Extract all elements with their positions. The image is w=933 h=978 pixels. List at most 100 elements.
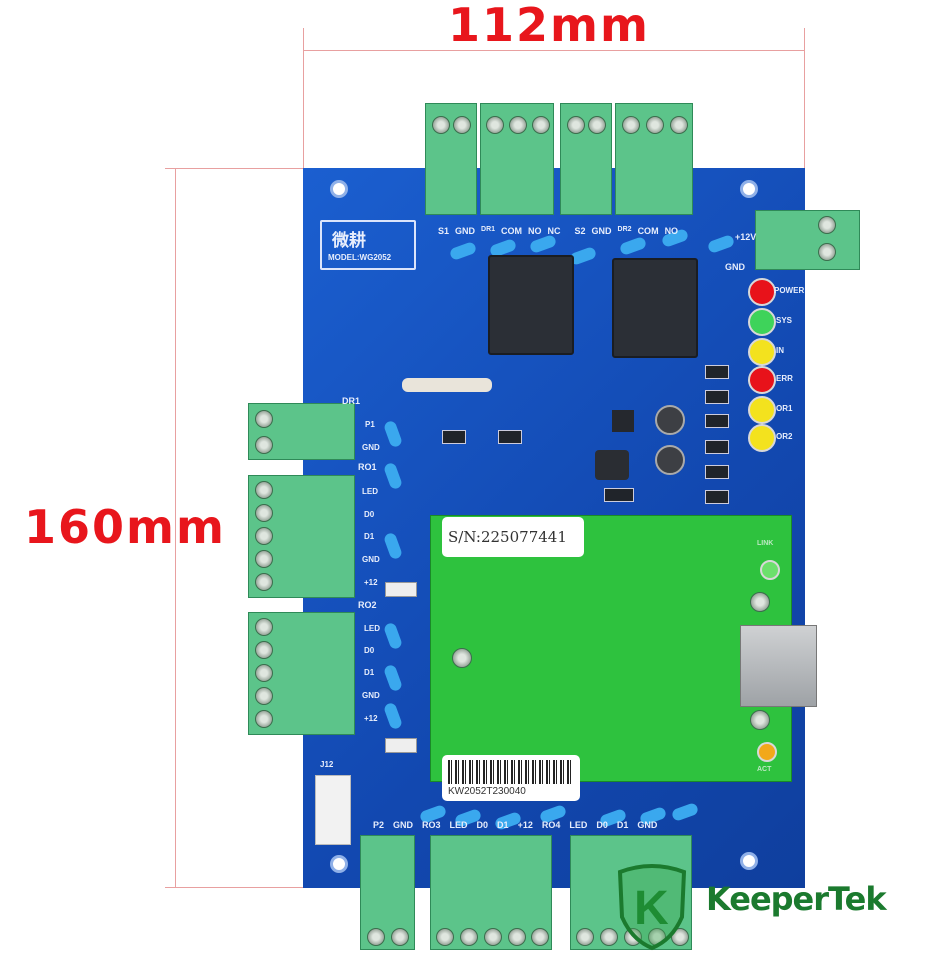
led-label: POWER	[774, 286, 805, 295]
smd-component	[442, 430, 466, 444]
pin-label: GND	[455, 226, 476, 236]
width-dimension-line	[303, 50, 805, 51]
pin-label: +12	[364, 714, 378, 723]
pin-label: GND	[591, 226, 612, 236]
fuse	[385, 582, 417, 597]
module-led-label: ACT	[757, 766, 772, 773]
top-pin-labels: S1 GND DR1 COM NO NC S2 GND DR2 COM NO	[438, 226, 678, 236]
mount-hole	[740, 852, 758, 870]
pin-label: GND	[362, 555, 380, 564]
pin-label: LED	[569, 820, 588, 830]
width-tick-left	[303, 28, 304, 168]
power-label-12v: +12V	[735, 232, 757, 242]
mount-hole	[740, 180, 758, 198]
serial-number: S/N:225077441	[448, 528, 567, 546]
ic-chip	[612, 410, 634, 432]
pin-label: GND	[362, 443, 380, 452]
height-tick-bottom	[165, 887, 305, 888]
barcode-text: KW2052T230040	[448, 786, 526, 797]
module-led-act	[757, 742, 777, 762]
serial-number-sticker: S/N:225077441	[442, 517, 584, 557]
terminal-block-top	[480, 103, 554, 215]
pin-label: LED	[364, 624, 380, 633]
width-dimension-label: 112mm	[448, 0, 650, 52]
mount-hole	[330, 855, 348, 873]
model-label: MODEL:WG2052	[328, 253, 392, 262]
electrolytic-capacitor	[655, 405, 685, 435]
screw	[750, 710, 770, 730]
height-dimension-label: 160mm	[24, 500, 226, 554]
smd-component	[705, 465, 729, 479]
keepertek-brand: KeeperTek	[706, 880, 887, 918]
pin-label: GND	[362, 691, 380, 700]
brand-chinese: 微耕	[332, 231, 366, 250]
svg-text:K: K	[634, 882, 669, 935]
terminal-block-top	[615, 103, 693, 215]
brand-box: 微耕 MODEL:WG2052	[320, 220, 416, 270]
dr1-label: DR1	[342, 396, 361, 406]
pin-label: D1	[364, 532, 375, 541]
terminal-block-dr1	[248, 403, 355, 460]
pin-label: GND	[393, 820, 414, 830]
width-tick-right	[804, 28, 805, 168]
pin-label: P1	[365, 420, 375, 429]
pin-label: DR2	[617, 226, 632, 233]
pin-label: S1	[438, 226, 450, 236]
pin-label: COM	[501, 226, 523, 236]
pin-label: NC	[547, 226, 561, 236]
bottom-pin-labels: P2 GND RO3 LED D0 D1 +12 RO4 LED D0 D1 G…	[373, 820, 657, 830]
led-sys	[748, 308, 776, 336]
smd-component	[705, 414, 729, 428]
ro1-label: RO1	[358, 462, 377, 472]
pin-label: P2	[373, 820, 385, 830]
pin-label: LED	[362, 487, 378, 496]
terminal-block-bottom	[430, 835, 552, 950]
led-label: IN	[776, 346, 784, 355]
pin-label: LED	[449, 820, 468, 830]
pin-label: RO4	[541, 820, 561, 830]
pin-label: RO3	[422, 820, 441, 830]
terminal-block-ro1	[248, 475, 355, 598]
smd-component	[705, 490, 729, 504]
height-dimension-line	[175, 168, 176, 888]
ethernet-jack	[740, 625, 817, 707]
terminal-block-ro2	[248, 612, 355, 735]
height-tick-top	[165, 168, 305, 169]
terminal-block-top	[560, 103, 612, 215]
pin-label: S2	[574, 226, 586, 236]
led-label: OR1	[776, 404, 793, 413]
terminal-block-top	[425, 103, 477, 215]
mount-hole	[330, 180, 348, 198]
smd-component	[705, 390, 729, 404]
led-err	[748, 366, 776, 394]
pin-label: +12	[517, 820, 533, 830]
smd-component	[705, 365, 729, 379]
pin-label: D1	[364, 668, 375, 677]
smd-component	[705, 440, 729, 454]
fuse	[385, 738, 417, 753]
pin-label: D0	[364, 646, 375, 655]
smd-component	[604, 488, 634, 502]
led-label: OR2	[776, 432, 793, 441]
led-in	[748, 338, 776, 366]
module-led-label: LINK	[757, 540, 774, 547]
pin-label: NO	[664, 226, 679, 236]
connector-j12	[315, 775, 351, 845]
pin-label: DR1	[481, 226, 496, 233]
pin-label: D1	[616, 820, 629, 830]
led-label: ERR	[776, 374, 793, 383]
pin-label: GND	[637, 820, 658, 830]
pin-label: D0	[476, 820, 489, 830]
electrolytic-capacitor	[655, 445, 685, 475]
screw	[452, 648, 472, 668]
power-label-gnd: GND	[725, 262, 745, 272]
shield-k-icon: K	[617, 864, 687, 951]
relay-1	[488, 255, 574, 355]
led-or2	[748, 424, 776, 452]
connector-label: J12	[320, 760, 334, 769]
inductor	[595, 450, 629, 480]
led-label: SYS	[776, 316, 793, 325]
terminal-block-bottom	[360, 835, 415, 950]
keepertek-logo: K	[612, 862, 692, 957]
led-power	[748, 278, 776, 306]
